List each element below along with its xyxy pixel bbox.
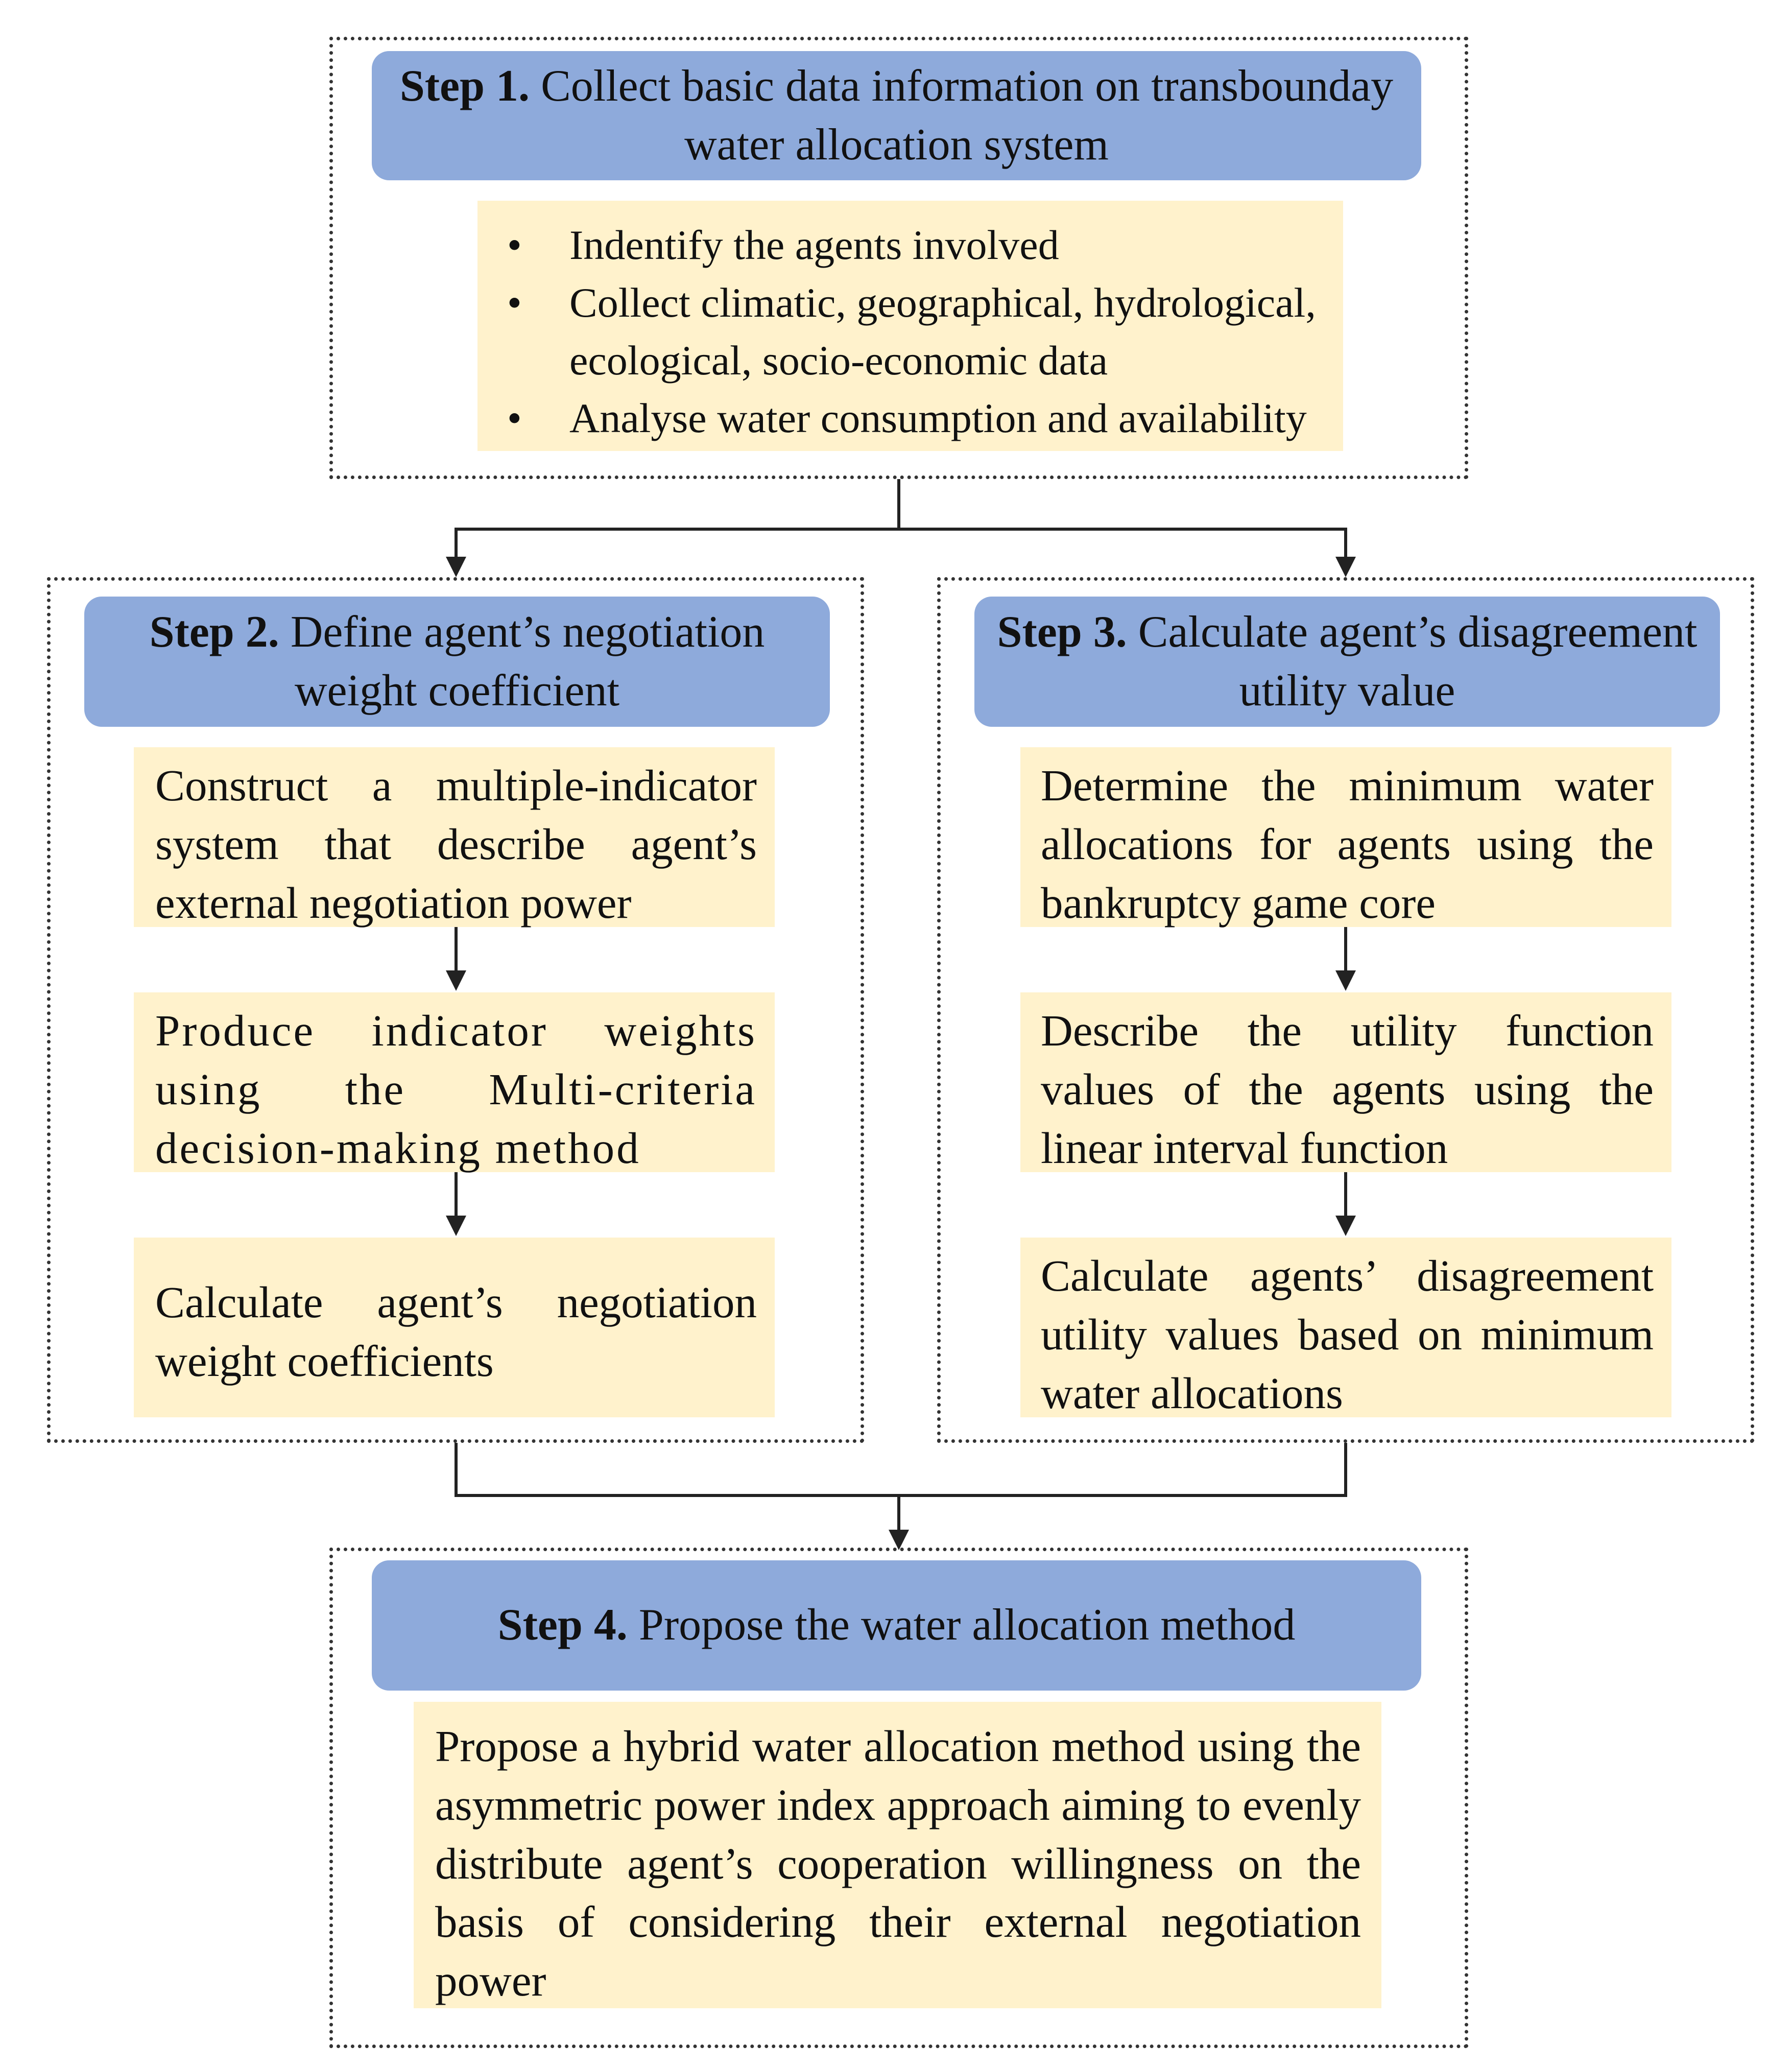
step3-box-text: Describe the utility function values of … (1041, 1006, 1654, 1173)
step3-prefix: Step 3. (997, 607, 1127, 657)
step4-box: Propose a hybrid water allocation method… (414, 1702, 1381, 2008)
step2-box-coefficients: Calculate agent’s negotiation weight coe… (134, 1238, 775, 1417)
step2-box-weights: Produce indicator weights using the Mult… (134, 992, 775, 1173)
step1-details: Indentify the agents involved Collect cl… (477, 201, 1343, 451)
step2-box-text: Calculate agent’s negotiation weight coe… (155, 1277, 757, 1386)
step1-bullet: Analyse water consumption and availabili… (488, 389, 1328, 447)
step3-box-text: Calculate agents’ disagreement utility v… (1041, 1251, 1654, 1418)
step4-title: Propose the water allocation method (627, 1600, 1296, 1650)
step3-box-utility: Describe the utility function values of … (1020, 992, 1671, 1173)
step4-header: Step 4. Propose the water allocation met… (372, 1560, 1421, 1691)
step1-title: Collect basic data information on transb… (530, 61, 1394, 170)
step2-frame (47, 577, 864, 1443)
step3-title: Calculate agent’s disagreement utility v… (1127, 607, 1698, 716)
arrow-merge-line (455, 1443, 1347, 1497)
step2-box-text: Construct a multiple-indicator system th… (155, 761, 757, 928)
step3-box-text: Determine the minimum water allocations … (1041, 761, 1654, 928)
step3-box-minimum: Determine the minimum water allocations … (1020, 747, 1671, 928)
step3-frame (937, 577, 1754, 1443)
step3-box-disagreement: Calculate agents’ disagreement utility v… (1020, 1238, 1671, 1418)
step4-frame (329, 1548, 1468, 2048)
step1-header: Step 1. Collect basic data information o… (372, 51, 1421, 180)
step1-frame (329, 37, 1468, 479)
arrow-step1-to-step2 (455, 479, 900, 564)
step2-header: Step 2. Define agent’s negotiation weigh… (84, 597, 830, 727)
arrow-step1-to-step3 (899, 528, 1347, 564)
step1-prefix: Step 1. (399, 61, 530, 111)
step4-box-text: Propose a hybrid water allocation method… (435, 1721, 1361, 2006)
step1-bullet: Collect climatic, geographical, hydrolog… (488, 274, 1328, 389)
step2-box-construct: Construct a multiple-indicator system th… (134, 747, 775, 928)
step4-prefix: Step 4. (497, 1600, 628, 1650)
step2-prefix: Step 2. (149, 607, 279, 657)
step2-title: Define agent’s negotiation weight coeffi… (279, 607, 765, 716)
step3-header: Step 3. Calculate agent’s disagreement u… (974, 597, 1720, 727)
step2-box-text: Produce indicator weights using the Mult… (155, 1006, 757, 1173)
step1-bullet: Indentify the agents involved (488, 216, 1328, 274)
